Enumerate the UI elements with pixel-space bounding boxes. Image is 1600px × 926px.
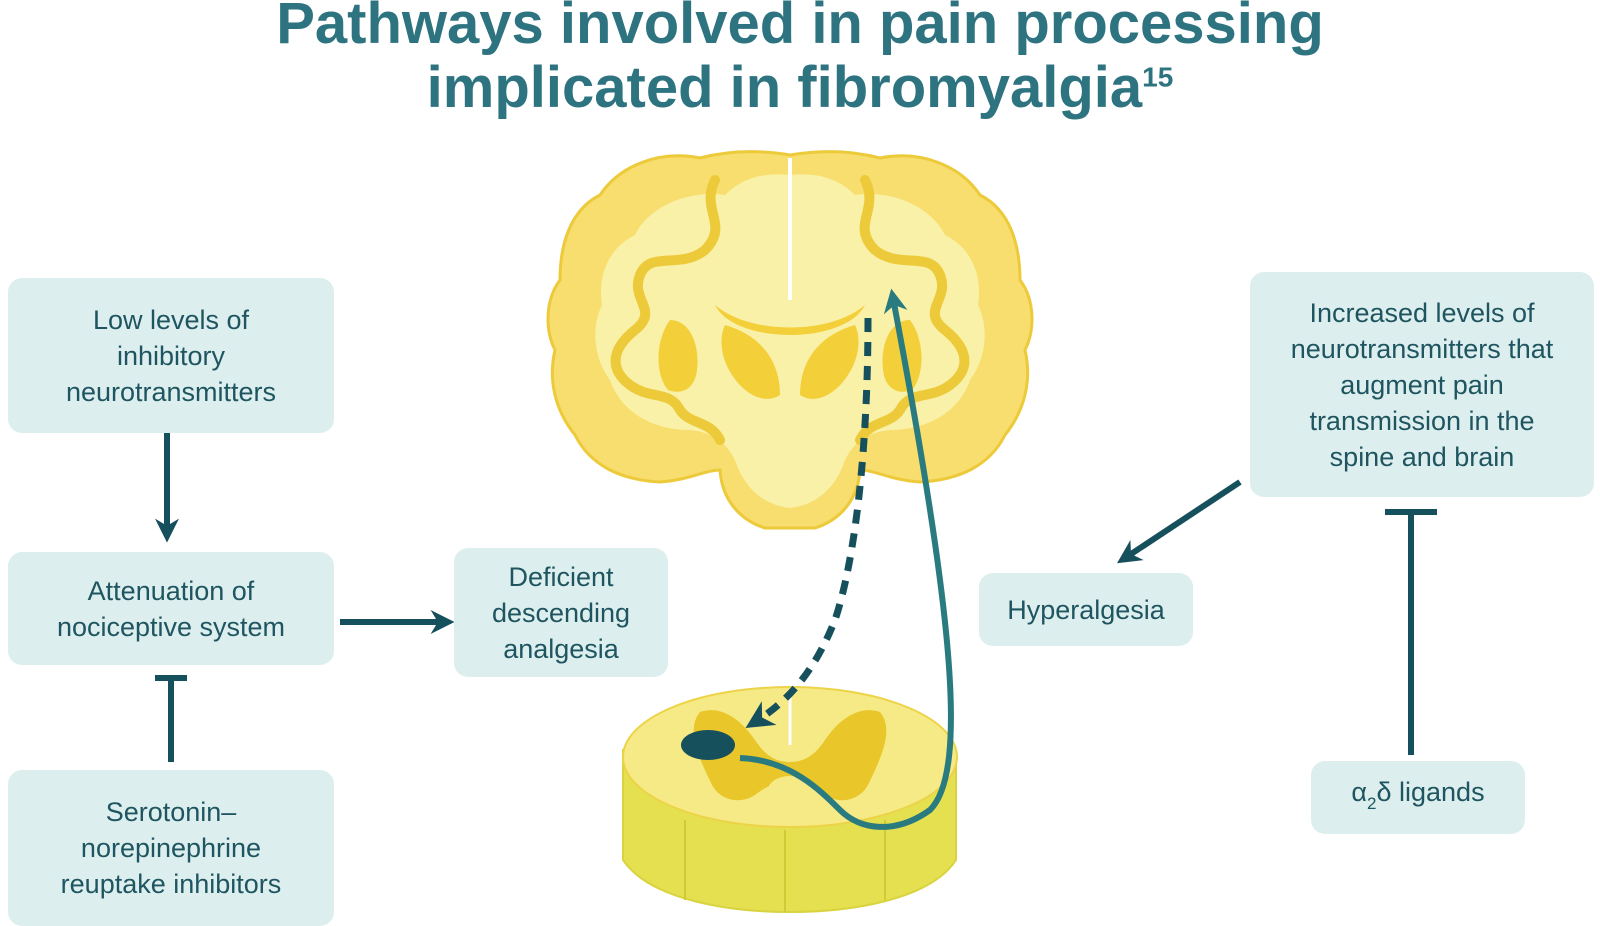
- box-alpha2delta-ligands: α2δ ligands: [1311, 761, 1525, 834]
- third-ventricle: [780, 376, 800, 404]
- inhibit-snri-symbol: [155, 675, 187, 762]
- brain-gyri-left: [610, 175, 725, 445]
- box-low-inhibitory-label: Low levels of inhibitory neurotransmitte…: [65, 304, 277, 407]
- box-alpha2delta-label: α2δ ligands: [1351, 774, 1484, 822]
- page-title: Pathways involved in pain processing imp…: [0, 0, 1600, 120]
- title-line-2: implicated in fibromyalgia: [426, 55, 1143, 120]
- central-canal: [768, 776, 812, 804]
- alpha2delta-rest: δ ligands: [1376, 776, 1485, 807]
- box-hyperalgesia: Hyperalgesia: [979, 573, 1193, 646]
- ascending-pathway-arrow: [739, 288, 954, 830]
- left-thalamus: [721, 325, 780, 399]
- alpha-symbol: α: [1351, 776, 1368, 807]
- box-hyperalgesia-label: Hyperalgesia: [1007, 594, 1165, 625]
- title-line-1: Pathways involved in pain processing: [276, 0, 1324, 56]
- box-attenuation-label: Attenuation of nociceptive system: [56, 575, 286, 642]
- grey-matter-butterfly: [693, 710, 887, 801]
- box-deficient-descending-analgesia: Deficient descending analgesia: [454, 548, 668, 677]
- dorsal-horn-neuron: [681, 730, 735, 760]
- brain-gyri-right: [855, 175, 970, 445]
- box-increased-label: Increased levels of neurotransmitters th…: [1290, 297, 1554, 472]
- box-snri: Serotonin– norepinephrine reuptake inhib…: [8, 770, 334, 926]
- inhibit-alpha2delta-symbol: [1385, 509, 1437, 755]
- box-increased-neurotransmitters: Increased levels of neurotransmitters th…: [1250, 272, 1594, 497]
- box-attenuation-nociceptive: Attenuation of nociceptive system: [8, 552, 334, 665]
- box-low-inhibitory-neurotransmitters: Low levels of inhibitory neurotransmitte…: [8, 278, 334, 433]
- brain-illustration: [546, 150, 1034, 530]
- corpus-callosum: [715, 305, 865, 335]
- spinal-cord-illustration: [622, 686, 958, 914]
- descending-pathway-arrow: [745, 317, 872, 728]
- arrow-increased-to-hyperalgesia: [1116, 479, 1242, 564]
- left-putamen: [658, 320, 698, 392]
- alpha-subscript: 2: [1367, 793, 1377, 813]
- right-thalamus: [800, 325, 859, 399]
- box-snri-label: Serotonin– norepinephrine reuptake inhib…: [60, 797, 282, 899]
- box-deficient-label: Deficient descending analgesia: [491, 561, 631, 664]
- title-reference: 15: [1142, 61, 1174, 93]
